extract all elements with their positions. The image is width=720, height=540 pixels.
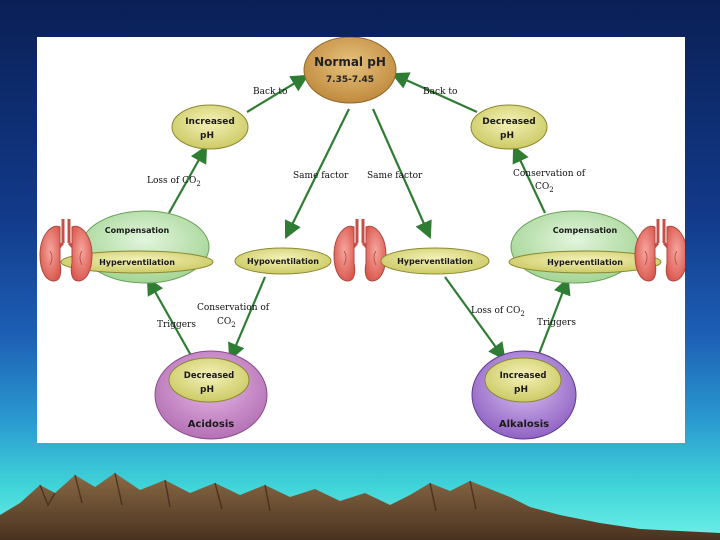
annotation-loss-co2-top: Loss of CO2 bbox=[147, 176, 201, 188]
annotation-triggers-left: Triggers bbox=[157, 320, 196, 330]
annotation-back-to-left: Back to bbox=[253, 87, 287, 97]
alkalosis-label: Alkalosis bbox=[499, 419, 549, 430]
node-increased-ph-top: Increased pH bbox=[171, 104, 249, 150]
compensation-left-label: Compensation bbox=[105, 226, 170, 235]
acidosis-line2: pH bbox=[200, 385, 214, 395]
compensation-right-label: Compensation bbox=[553, 226, 618, 235]
decreased-ph-top-line1: Decreased bbox=[482, 117, 535, 127]
arrow-compensation-to-decreased bbox=[512, 145, 546, 214]
arrow-hypo-to-acidosis bbox=[228, 276, 267, 362]
compensation-left-hyper: Hyperventilation bbox=[99, 258, 175, 267]
arrow-normal-to-hypo bbox=[284, 108, 350, 239]
node-decreased-ph-top: Decreased pH bbox=[470, 104, 548, 150]
hyperventilation-center-label: Hyperventilation bbox=[397, 257, 473, 266]
annotation-back-to-right: Back to bbox=[423, 87, 457, 97]
annotations: Back to Back to Loss of CO2 Same factor … bbox=[147, 87, 586, 330]
lungs-left-icon bbox=[38, 217, 94, 283]
node-acidosis: Decreased pH Acidosis bbox=[154, 350, 268, 440]
node-alkalosis: Increased pH Alkalosis bbox=[471, 350, 577, 440]
annotation-conservation-top: Conservation of bbox=[513, 169, 586, 179]
acidosis-line1: Decreased bbox=[184, 371, 234, 381]
compensation-right-hyper: Hyperventilation bbox=[547, 258, 623, 267]
decreased-ph-top-line2: pH bbox=[500, 131, 514, 141]
diagram-panel: Normal pH 7.35-7.45 Increased pH Decreas… bbox=[37, 37, 685, 443]
arrow-acidosis-to-compensation bbox=[146, 277, 194, 360]
arrow-alkalosis-to-compensation bbox=[535, 276, 571, 360]
acid-base-diagram: Normal pH 7.35-7.45 Increased pH Decreas… bbox=[38, 37, 685, 440]
annotation-conservation-bottom: Conservation of bbox=[197, 303, 270, 313]
arrow-increased-to-normal bbox=[246, 74, 309, 113]
arrows bbox=[146, 72, 571, 362]
annotation-same-factor-right: Same factor bbox=[367, 171, 423, 181]
increased-ph-top-line2: pH bbox=[200, 131, 214, 141]
annotation-same-factor-left: Same factor bbox=[293, 171, 349, 181]
alkalosis-line1: Increased bbox=[500, 371, 547, 381]
increased-ph-top-line1: Increased bbox=[185, 117, 235, 127]
arrow-compensation-to-increased bbox=[168, 145, 208, 214]
node-normal-ph: Normal pH 7.35-7.45 bbox=[303, 37, 397, 104]
hypoventilation-center-label: Hypoventilation bbox=[247, 257, 319, 266]
acidosis-label: Acidosis bbox=[188, 419, 235, 430]
lungs-right-icon bbox=[633, 217, 685, 283]
node-compensation-right: Compensation Hyperventilation bbox=[508, 210, 662, 284]
arrow-decreased-to-normal bbox=[390, 72, 478, 114]
normal-ph-title: Normal pH bbox=[314, 55, 386, 69]
arrow-hyper-to-alkalosis bbox=[444, 276, 506, 361]
mountains-decoration bbox=[0, 472, 720, 540]
alkalosis-line2: pH bbox=[514, 385, 528, 395]
annotation-conservation-top-co2: CO2 bbox=[535, 182, 554, 194]
node-compensation-left: Compensation Hyperventilation bbox=[60, 210, 214, 284]
node-hypoventilation-center: Hypoventilation bbox=[234, 247, 332, 275]
annotation-triggers-right: Triggers bbox=[537, 318, 576, 328]
annotation-conservation-bottom-co2: CO2 bbox=[217, 317, 236, 329]
lungs-center-icon bbox=[332, 217, 388, 283]
arrow-normal-to-hyper bbox=[371, 108, 432, 240]
normal-ph-range: 7.35-7.45 bbox=[326, 75, 374, 85]
node-hyperventilation-center: Hyperventilation bbox=[380, 247, 490, 275]
annotation-loss-co2-bottom: Loss of CO2 bbox=[471, 306, 525, 318]
